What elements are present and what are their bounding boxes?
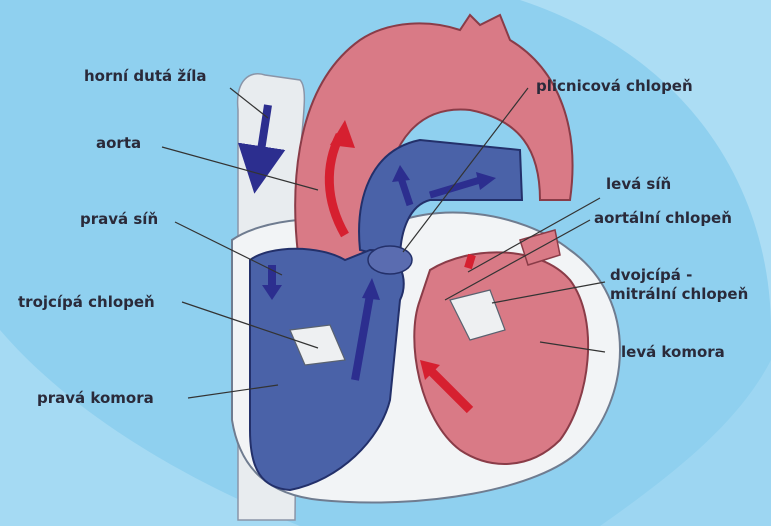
label-aortalni-chlopen: aortální chlopeň (594, 209, 732, 227)
label-aorta: aorta (96, 134, 141, 152)
flow-arrow-left-atrium (468, 255, 472, 268)
label-prava-komora: pravá komora (37, 389, 154, 407)
label-prava-sin: pravá síň (80, 210, 158, 228)
label-leva-komora: levá komora (621, 343, 725, 361)
label-dvojcipa-line1: dvojcípá - (610, 266, 692, 284)
label-horni-duta-zila: horní dutá žíla (84, 67, 207, 85)
label-dvojcipa-line2: mitrální chlopeň (610, 285, 748, 303)
pulmonary-valve (368, 246, 412, 274)
label-plicnicova-chlopen: plicnicová chlopeň (536, 77, 693, 95)
label-trojcipa-chlopen: trojcípá chlopeň (18, 293, 155, 311)
label-leva-sin: levá síň (606, 175, 671, 193)
